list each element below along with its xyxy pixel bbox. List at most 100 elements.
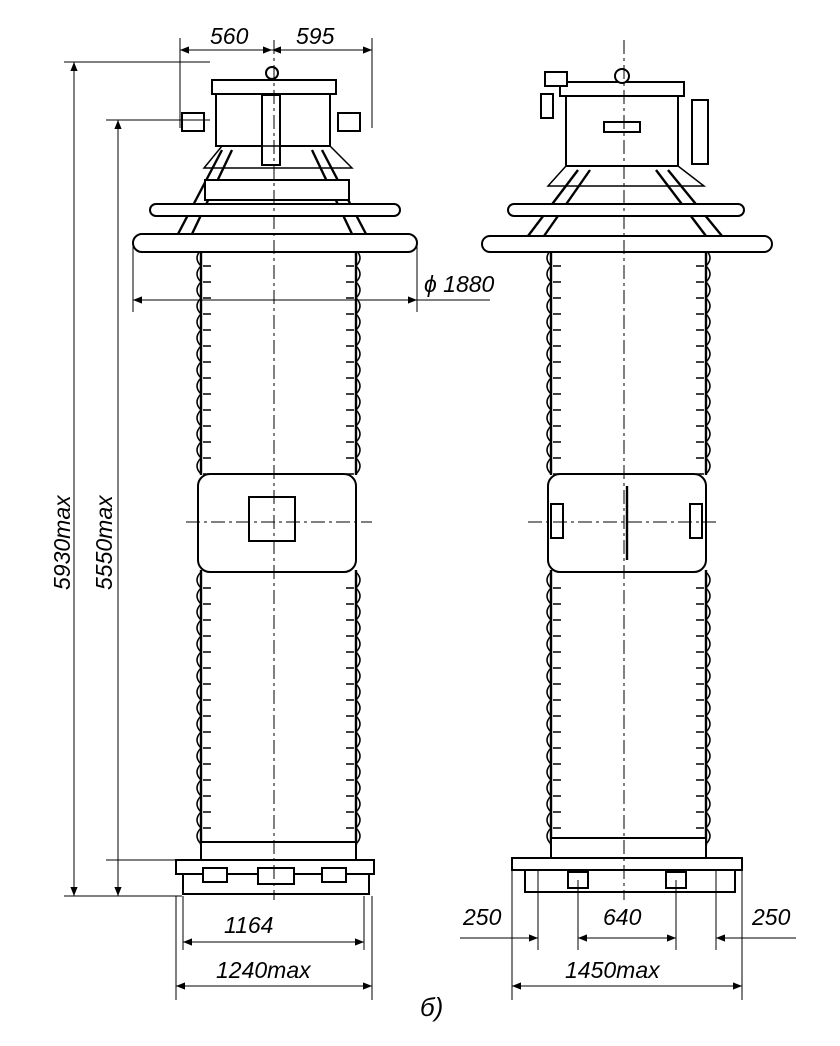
right-head-body [565,95,679,167]
shed [546,409,711,427]
left-head-ring [265,66,279,80]
dim-label-diameter-1880: ϕ 1880 [424,271,495,297]
right-head-plate [603,121,641,133]
right-support-frame [481,169,773,253]
dim-label-5930max: 5930max [49,494,75,590]
left-top-collar [204,179,350,201]
shed [196,571,361,589]
dim-label-1450max: 1450max [565,957,661,983]
shed [196,265,361,283]
shed [196,249,361,267]
right-middle-lug-left [550,503,564,539]
right-view [481,40,773,900]
shed [546,731,711,749]
shed [546,345,711,363]
right-head-flange [559,81,685,97]
shed [546,715,711,733]
shed [546,329,711,347]
right-base [511,837,743,893]
dim-label-5550max: 5550max [91,494,117,590]
dim-label-640: 640 [603,904,642,930]
dim-label-1240max: 1240max [216,957,312,983]
right-head-gauge [691,99,709,165]
right-top-head [540,68,709,187]
shed [546,457,711,475]
shed [196,795,361,813]
shed [196,619,361,637]
dim-label-595: 595 [296,23,335,49]
shed [546,779,711,797]
shed [546,603,711,621]
left-base-neck [200,841,357,861]
shed [196,329,361,347]
dim-label-1164: 1164 [224,912,273,938]
shed [196,651,361,669]
shed [196,457,361,475]
shed [196,377,361,395]
shed [546,619,711,637]
shed [196,297,361,315]
left-top-head [181,66,361,169]
dim-label-250-left: 250 [462,904,502,930]
left-strut-outer-left [176,149,224,235]
left-head-skirt [202,145,354,169]
shed [546,795,711,813]
shed [546,281,711,299]
left-head-lug-left [181,112,205,132]
right-head-ring [614,68,630,84]
left-support-frame [132,149,418,253]
shed [196,667,361,685]
shed [546,393,711,411]
shed [196,587,361,605]
left-insulator-sheds-upper [196,249,361,475]
shed [546,635,711,653]
left-grading-ring [132,233,418,253]
shed [196,683,361,701]
dim-label-560: 560 [210,23,249,49]
dim-label-250-right: 250 [751,904,791,930]
shed [196,441,361,459]
figure-caption: б) [420,992,443,1022]
shed [546,441,711,459]
shed [196,731,361,749]
right-insulator-sheds-lower [546,571,711,845]
left-head-terminal [261,94,281,166]
shed [196,699,361,717]
left-base-slot-left [202,867,228,883]
left-head-lug-right [337,112,361,132]
shed [546,297,711,315]
right-insulator-sheds-upper [546,249,711,475]
shed [546,425,711,443]
left-insulator-sheds-lower [196,571,361,845]
shed [196,827,361,845]
shed [196,313,361,331]
shed [546,763,711,781]
shed [546,667,711,685]
right-head-box-left [540,93,554,119]
right-grading-ring [481,235,773,253]
shed [196,635,361,653]
left-view [132,40,418,900]
left-upper-ring-bar [149,203,401,217]
left-base-box [257,867,295,885]
shed [546,361,711,379]
shed [196,715,361,733]
right-head-bracket-left [544,71,568,87]
shed [546,587,711,605]
shed [546,651,711,669]
right-upper-ring-bar [507,203,745,217]
shed [196,811,361,829]
shed [196,779,361,797]
right-head-skirt [546,165,707,187]
shed [546,313,711,331]
shed [196,409,361,427]
left-middle-window [248,496,296,542]
shed [546,249,711,267]
shed [196,763,361,781]
right-base-plate [511,857,743,871]
dimensions: 560 595 5930max 5550max ϕ 1880 1164 1240… [49,23,796,1022]
left-base-slot-right [321,867,347,883]
left-base [175,841,375,895]
right-base-frame [524,869,736,893]
